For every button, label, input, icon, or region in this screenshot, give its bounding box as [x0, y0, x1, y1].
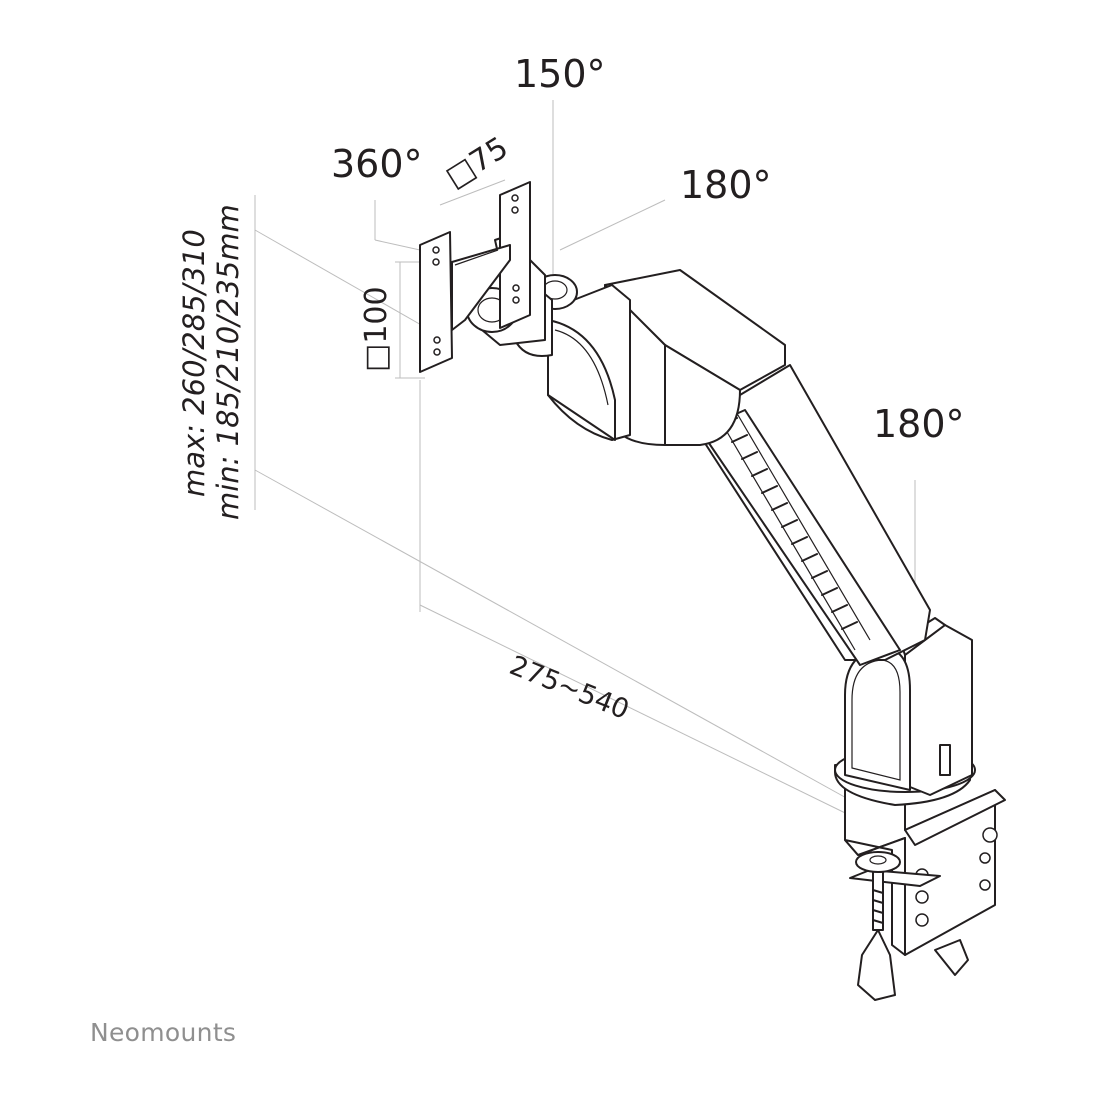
dimension-lines: [254, 100, 916, 831]
swivel-180-base-label: 180°: [873, 402, 965, 446]
height-max-label: max: 260/285/310: [177, 229, 211, 497]
vesa-bracket: [419, 181, 531, 373]
rotation-360-label: 360°: [331, 142, 423, 186]
upper-arm-head: [547, 269, 786, 446]
height-min-label: min: 185/210/235mm: [211, 204, 245, 520]
vesa-100-label: □100: [359, 286, 394, 372]
base-pivot: [834, 617, 976, 806]
desk-clamp: [844, 759, 1006, 1001]
rotation-150-label: 150°: [514, 52, 606, 96]
neomounts-logo: Neomounts: [90, 1018, 237, 1047]
swivel-180-top-label: 180°: [680, 163, 772, 207]
